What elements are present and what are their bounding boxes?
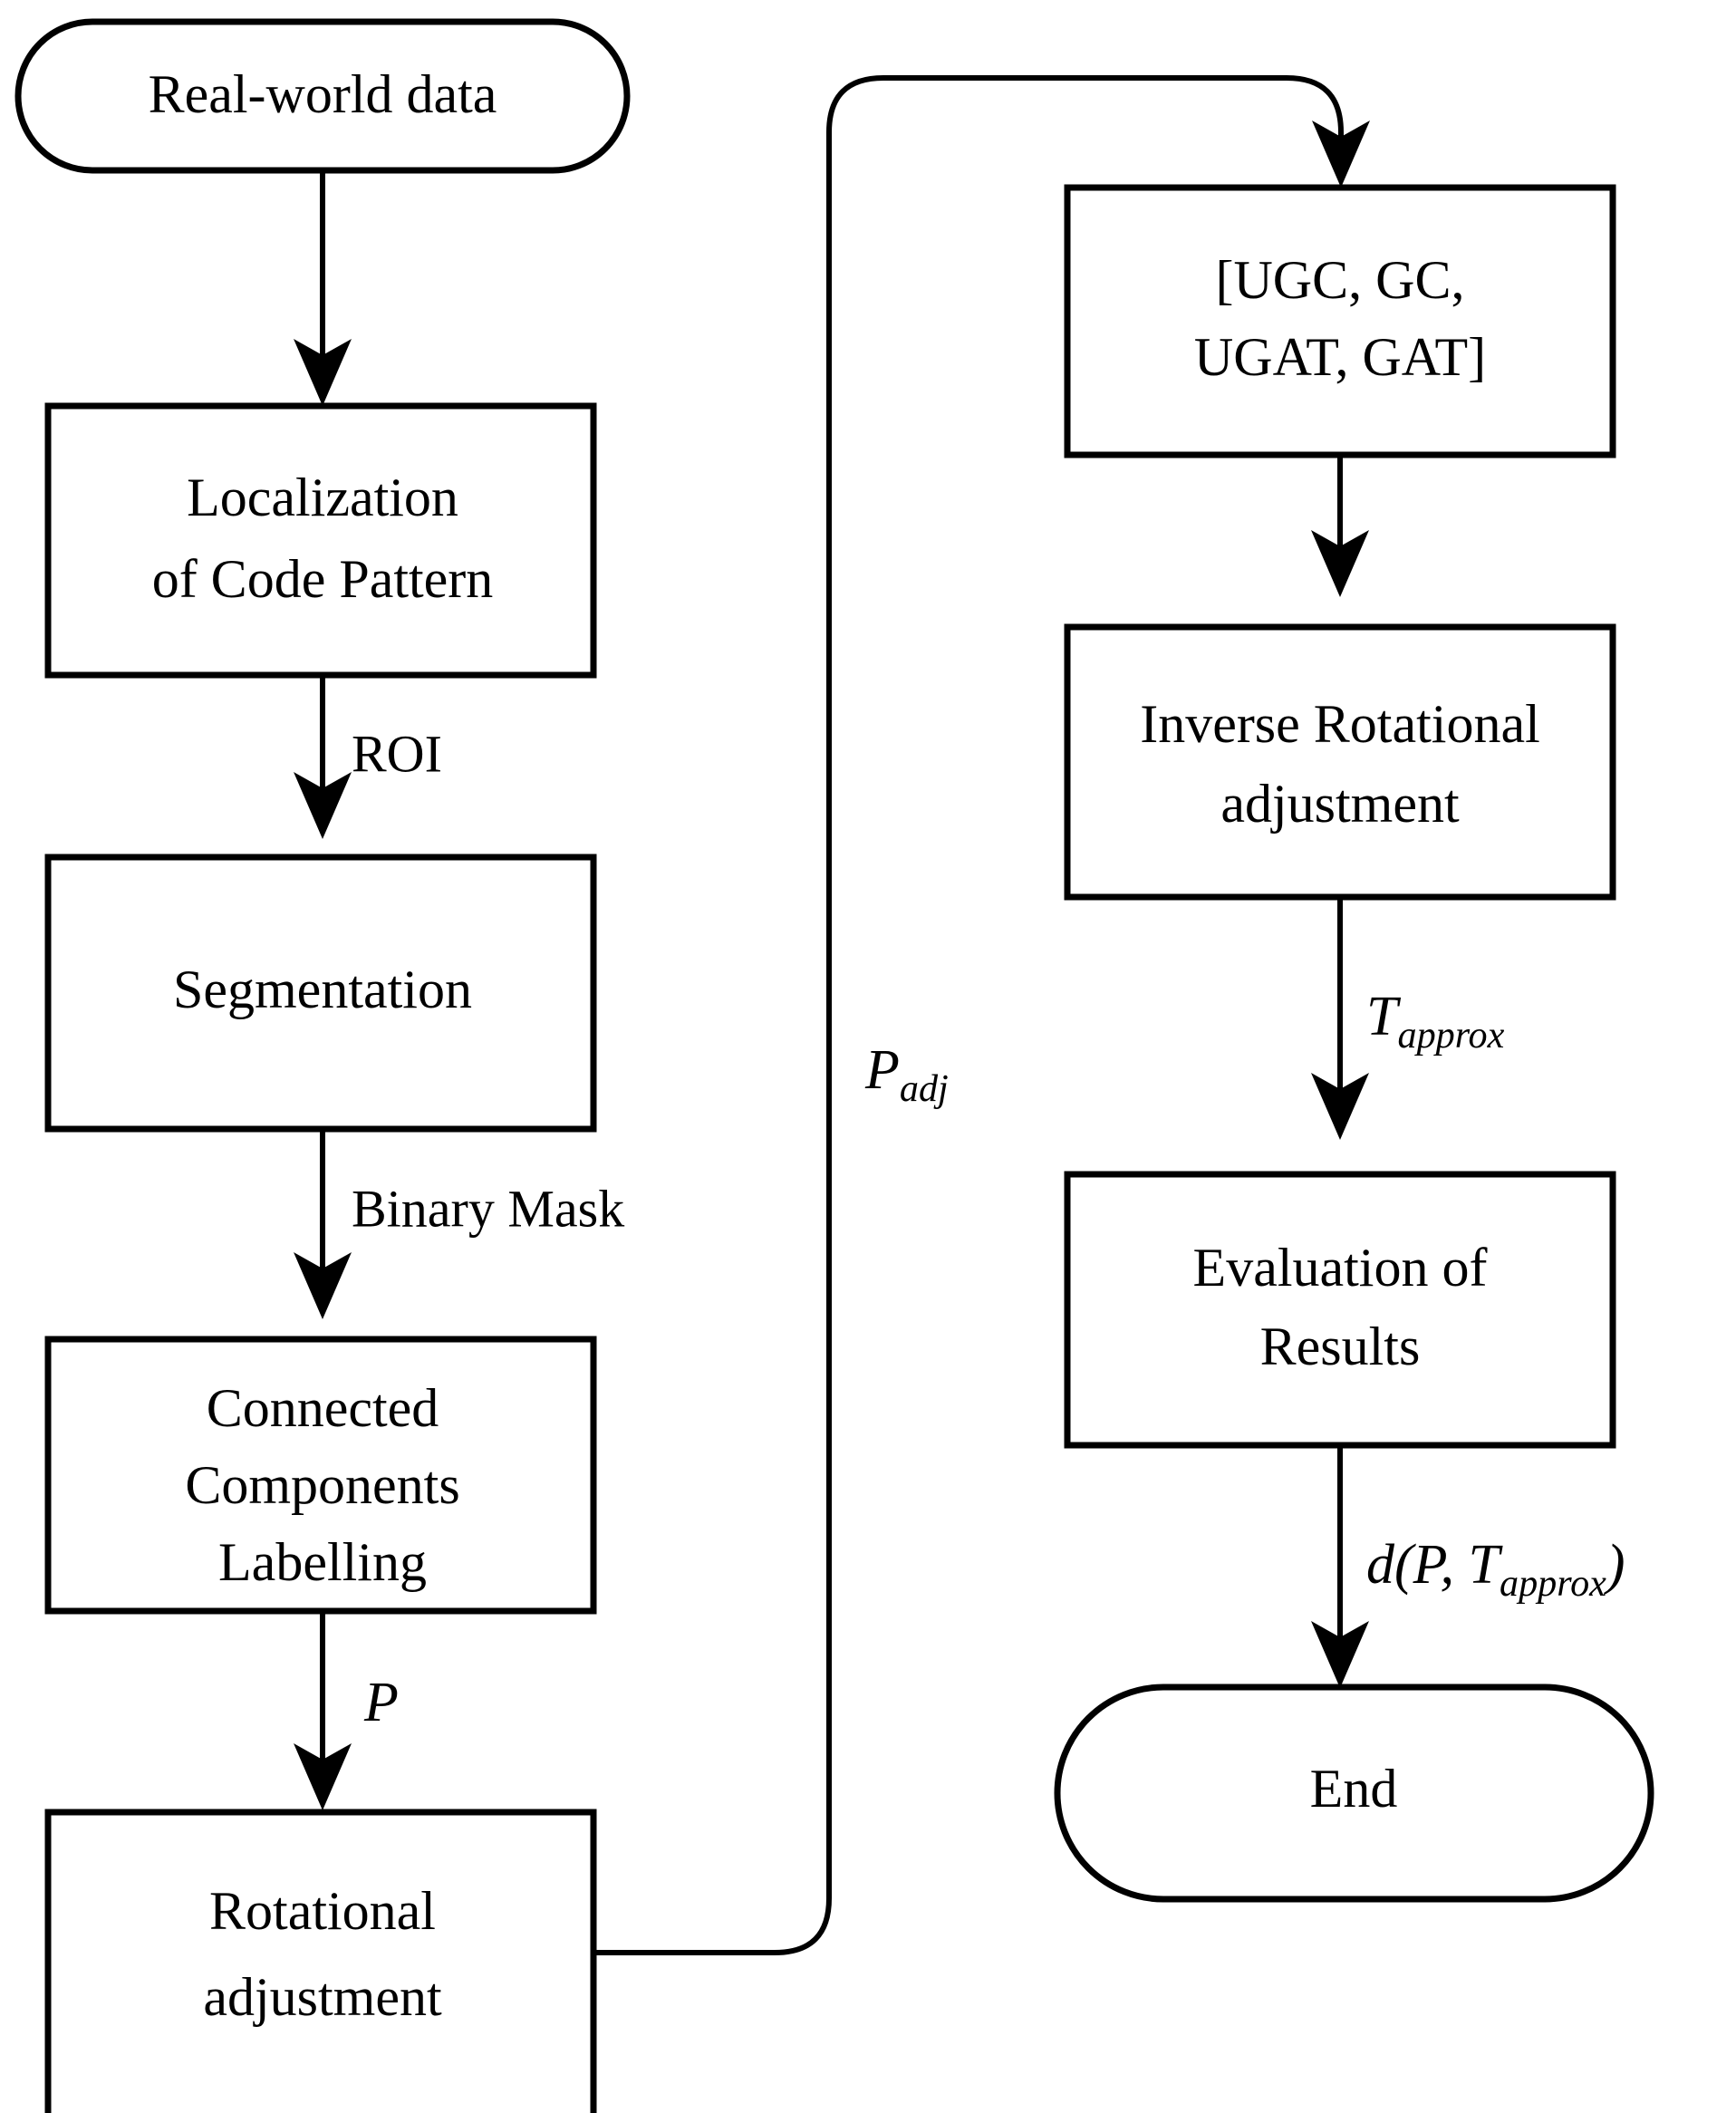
edge-evaluation-to-end: d(P, Tapprox) [1311, 1445, 1625, 1688]
node-rotational-adjustment-shape [44, 1809, 597, 2113]
edge-localization-to-segmentation: ROI [294, 675, 442, 839]
node-model-list[interactable]: [UGC, GC, UGAT, GAT] [1064, 184, 1616, 458]
edge-label-p: P [363, 1672, 399, 1733]
edge-label-binary-mask: Binary Mask [352, 1179, 624, 1238]
node-inverse-label-line2: adjustment [1220, 774, 1460, 834]
node-model-list-shape [1064, 184, 1616, 458]
node-connected-components-shape [44, 1336, 597, 1615]
edge-segmentation-to-connected-components: Binary Mask [294, 1129, 624, 1319]
node-evaluation-of-results[interactable]: Evaluation of Results [1064, 1171, 1616, 1449]
edge-label-t-approx: Tapprox [1366, 986, 1505, 1056]
node-evaluation-shape [1064, 1171, 1616, 1449]
node-evaluation-label-line2: Results [1260, 1317, 1421, 1376]
node-localization-label-line1: Localization [187, 468, 458, 527]
edge-label-distance-sub: approx [1500, 1562, 1606, 1605]
edge-model-list-to-inverse-rotational-adjustment [1311, 453, 1369, 597]
node-rotational-label-line2: adjustment [203, 1967, 442, 2027]
edge-label-t-approx-base: T [1366, 986, 1402, 1047]
edge-label-roi: ROI [352, 724, 442, 783]
node-localization-of-code-pattern[interactable]: Localization of Code Pattern [44, 402, 597, 679]
edge-real-world-data-to-localization [294, 170, 352, 406]
node-end-label: End [1310, 1759, 1398, 1819]
node-segmentation[interactable]: Segmentation [44, 854, 597, 1133]
node-rotational-adjustment[interactable]: Rotational adjustment [44, 1809, 597, 2113]
node-evaluation-label-line1: Evaluation of [1193, 1238, 1488, 1298]
edge-inverse-rotational-adjustment-to-evaluation: Tapprox [1311, 897, 1505, 1140]
node-inverse-rotational-adjustment[interactable]: Inverse Rotational adjustment [1064, 623, 1616, 901]
node-localization-label-line2: of Code Pattern [152, 549, 494, 609]
node-model-list-label-line2: UGAT, GAT] [1194, 327, 1486, 387]
edge-connected-components-to-rotational-adjustment: P [294, 1611, 399, 1810]
node-real-world-data-shape [14, 18, 631, 174]
edge-label-p-adj-base: P [864, 1039, 900, 1101]
edge-label-distance: d(P, Tapprox) [1366, 1534, 1625, 1604]
node-connected-label-line1: Connected [207, 1378, 439, 1438]
edge-label-t-approx-sub: approx [1397, 1014, 1504, 1056]
node-inverse-label-line1: Inverse Rotational [1140, 694, 1540, 754]
node-connected-components-labelling[interactable]: Connected Components Labelling [44, 1336, 597, 1615]
node-rotational-label-line1: Rotational [209, 1881, 436, 1941]
edge-rotational-adjustment-to-model-list: Padj [593, 75, 1370, 1955]
node-segmentation-shape [44, 854, 597, 1133]
node-localization-shape [44, 402, 597, 679]
edge-label-p-adj: Padj [864, 1039, 949, 1109]
node-real-world-data-label: Real-world data [149, 64, 497, 124]
edge-label-p-adj-sub: adj [900, 1067, 949, 1110]
node-inverse-rotational-shape [1064, 623, 1616, 901]
edge-label-distance-open: d(P, T [1366, 1534, 1504, 1596]
node-connected-label-line2: Components [185, 1455, 459, 1515]
edge-label-distance-close: ) [1604, 1534, 1625, 1596]
node-segmentation-label: Segmentation [173, 960, 472, 1019]
node-connected-label-line3: Labelling [218, 1532, 427, 1592]
node-model-list-label-line1: [UGC, GC, [1215, 250, 1464, 310]
node-end[interactable]: End [1054, 1684, 1654, 1903]
node-end-shape [1054, 1684, 1654, 1903]
node-real-world-data[interactable]: Real-world data [14, 18, 631, 174]
